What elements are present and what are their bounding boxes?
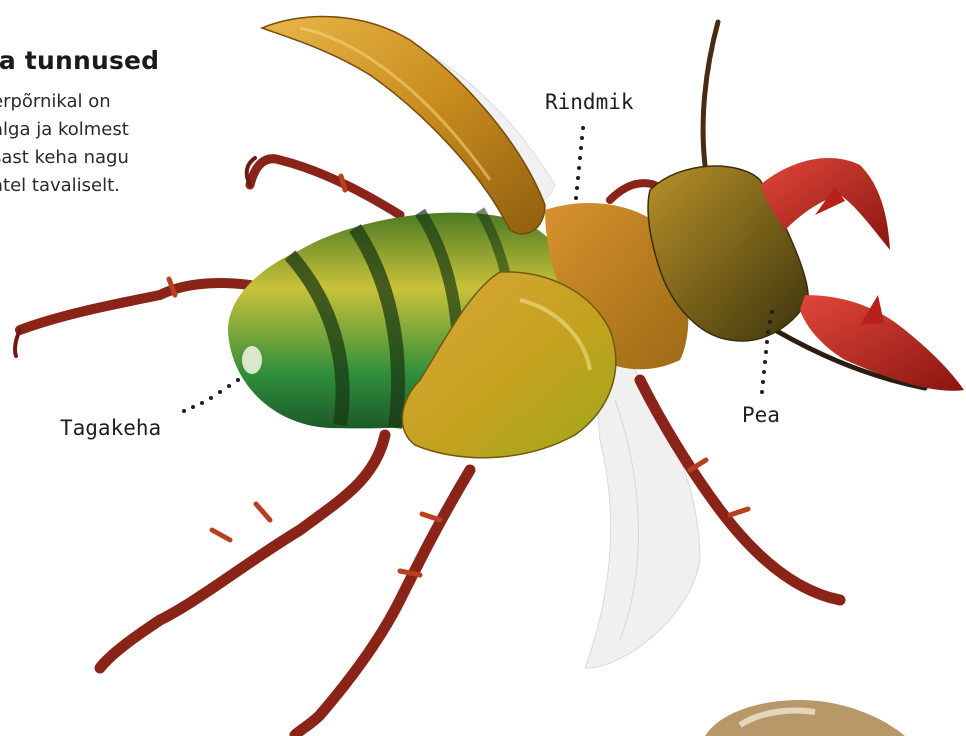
label-thorax: Rindmik xyxy=(545,90,634,114)
label-head: Pea xyxy=(742,403,780,427)
label-abdomen: Tagakeha xyxy=(60,416,161,440)
antenna xyxy=(703,22,718,165)
egg-image xyxy=(705,700,905,736)
